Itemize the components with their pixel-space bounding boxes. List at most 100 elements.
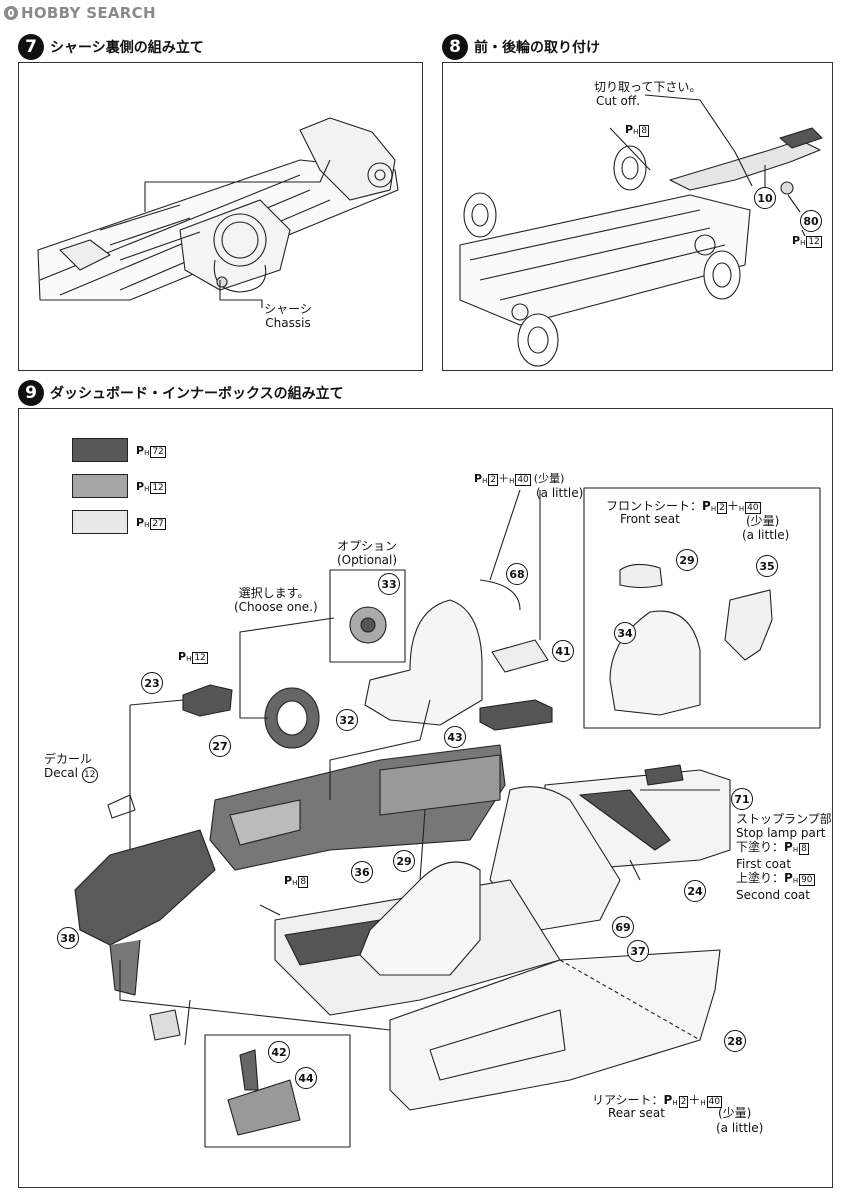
- paint-sub: H: [186, 655, 192, 663]
- paint-sub: H: [482, 477, 488, 485]
- brand-icon: [4, 6, 18, 20]
- mix-note-en: (a little): [536, 486, 584, 500]
- legend-swatch-h27: [72, 510, 128, 534]
- step-7-badge: 7: [18, 34, 44, 60]
- paint-sub: H: [792, 846, 799, 854]
- part-28: 28: [724, 1030, 746, 1052]
- step-9-header: 9 ダッシュボード・インナーボックスの組み立て: [18, 380, 344, 406]
- chassis-label-en: Chassis: [265, 316, 311, 330]
- part-69: 69: [612, 916, 634, 938]
- stop-lamp-en: Stop lamp part: [736, 826, 826, 840]
- paint-prefix: P: [136, 444, 145, 457]
- front-seat-note-en: (a little): [742, 528, 790, 542]
- front-seat-en: Front seat: [620, 512, 680, 526]
- step-8-title: 前・後輪の取り付け: [474, 40, 600, 56]
- paint-sub: H: [792, 877, 799, 885]
- paint-sub: H: [144, 449, 150, 457]
- paint-sub: H: [700, 1099, 706, 1107]
- first-coat-en: First coat: [736, 857, 792, 871]
- mix-note-jp: (少量): [533, 472, 565, 485]
- first-coat-jp: 下塗り：: [736, 840, 785, 854]
- part-80: 80: [800, 210, 822, 232]
- part-29-inset: 29: [676, 549, 698, 571]
- legend-swatch-h12: [72, 474, 128, 498]
- second-coat-code: 90: [799, 874, 815, 886]
- step-8-panel: [442, 62, 833, 371]
- part-27: 27: [209, 735, 231, 757]
- part-35: 35: [756, 555, 778, 577]
- step-9-panel: [18, 408, 833, 1188]
- paint-code: 12: [806, 236, 822, 248]
- step-9-title: ダッシュボード・インナーボックスの組み立て: [50, 386, 344, 402]
- rear-seat-jp: リアシート：: [592, 1093, 664, 1107]
- front-seat-jp: フロントシート：: [606, 499, 703, 513]
- first-coat-code: 8: [799, 843, 809, 855]
- decal-jp: デカール: [44, 752, 93, 766]
- paint-code: 72: [150, 446, 166, 458]
- paint-sub: H: [738, 505, 745, 513]
- choose-one-label: 選択します。 (Choose one.): [234, 586, 318, 614]
- paint-code-a: 2: [678, 1096, 689, 1108]
- part-68: 68: [506, 563, 528, 585]
- legend-swatch-h72: [72, 438, 128, 462]
- part-36: 36: [351, 861, 373, 883]
- part-41: 41: [552, 640, 574, 662]
- paint-sub: H: [509, 477, 515, 485]
- paint-prefix: P: [136, 516, 145, 529]
- hobby-search-logo: HOBBY SEARCH: [4, 4, 156, 22]
- cutoff-label-en: Cut off.: [596, 94, 640, 108]
- paint-code-a: 2: [488, 474, 499, 486]
- second-coat-en: Second coat: [736, 888, 810, 902]
- paint-sub: H: [144, 521, 150, 529]
- step-7-panel: [18, 62, 423, 371]
- chassis-label: シャーシ Chassis: [262, 302, 314, 330]
- paint-sub: H: [633, 128, 639, 136]
- paint-code-b: 40: [745, 502, 761, 514]
- rear-seat-note-jp: (少量): [718, 1106, 752, 1120]
- paint-code-a: 2: [717, 502, 727, 514]
- plus-sign: ＋: [498, 472, 510, 485]
- step-7-title: シャーシ裏側の組み立て: [50, 40, 204, 56]
- paint-code: 12: [192, 652, 208, 664]
- paint-sub: H: [292, 879, 298, 887]
- chassis-underside-drawing: [37, 117, 399, 308]
- part-43: 43: [444, 726, 466, 748]
- decal-en: Decal: [44, 766, 78, 780]
- choose-jp: 選択します。: [238, 586, 310, 600]
- front-seat-note-jp: (少量): [746, 514, 780, 528]
- step-8-badge: 8: [442, 34, 468, 60]
- cutoff-label: 切り取って下さい。 Cut off.: [594, 80, 701, 108]
- decal-label: デカール Decal 12: [44, 752, 98, 783]
- optional-label: オプション (Optional): [334, 539, 400, 567]
- optional-jp: オプション: [336, 539, 397, 553]
- paint-code: 8: [639, 125, 650, 137]
- part-24: 24: [684, 880, 706, 902]
- paint-code-b: 40: [706, 1096, 723, 1108]
- plus-sign: ＋: [726, 499, 739, 513]
- paint-code: 27: [150, 518, 166, 530]
- step-8-header: 8 前・後輪の取り付け: [442, 34, 600, 60]
- part-71: 71: [731, 788, 753, 810]
- paint-prefix: P: [136, 480, 145, 493]
- chassis-label-jp: シャーシ: [264, 302, 312, 316]
- cutoff-label-jp: 切り取って下さい。: [594, 80, 702, 94]
- part-34: 34: [614, 622, 636, 644]
- brand-text: HOBBY SEARCH: [21, 4, 156, 22]
- second-coat-jp: 上塗り：: [736, 871, 785, 885]
- part-38: 38: [57, 927, 79, 949]
- rear-seat-note-en: (a little): [716, 1121, 764, 1135]
- optional-en: (Optional): [336, 553, 398, 567]
- chassis-with-wheels-drawing: [459, 94, 823, 367]
- rear-seat-en: Rear seat: [608, 1106, 665, 1120]
- choose-en: (Choose one.): [234, 600, 318, 614]
